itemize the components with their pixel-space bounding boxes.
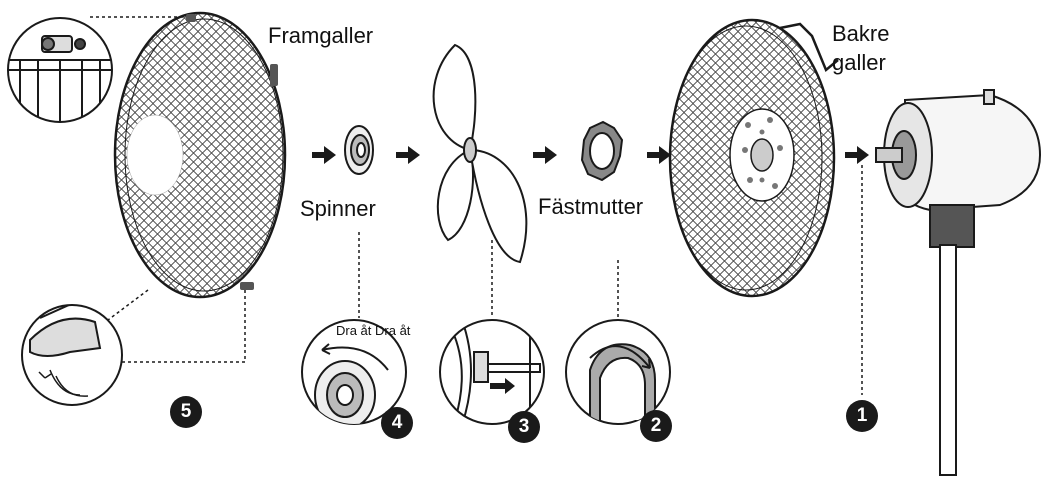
arrow-right-icon <box>490 378 515 394</box>
detail-clip-top <box>7 17 113 123</box>
step-badge-3: 3 <box>508 411 540 443</box>
arrow-right-icon <box>312 146 336 164</box>
rear-grille-label: Bakre galler <box>832 21 890 75</box>
step-badge-5: 5 <box>170 396 202 428</box>
step-badge-1: 1 <box>846 400 878 432</box>
spinner-label: Spinner <box>300 196 376 221</box>
detail-blade-mount <box>439 319 545 425</box>
spinner-part <box>344 125 374 175</box>
detail-clip-bottom <box>21 304 123 406</box>
rotate-arrow-icon <box>589 345 651 369</box>
arrow-right-icon <box>533 146 557 164</box>
front-grille <box>113 11 287 299</box>
step-badge-2: 2 <box>640 410 672 442</box>
lock-nut-part <box>580 120 624 182</box>
lock-nut-label: Fästmutter <box>538 194 644 219</box>
front-grille-label: Framgaller <box>268 23 374 48</box>
fan-motor-stand <box>875 89 1042 476</box>
detail-spinner-tighten <box>301 319 407 425</box>
rear-grille <box>668 18 839 298</box>
arrow-right-icon <box>647 146 671 164</box>
tighten-label: Dra åt Dra åt <box>336 323 411 338</box>
rotate-arrow-icon <box>321 346 389 371</box>
arrow-right-icon <box>396 146 420 164</box>
front-grille-guides <box>90 16 246 363</box>
detail-nut-tighten <box>565 319 671 425</box>
step-badge-4: 4 <box>381 407 413 439</box>
arrow-right-icon <box>845 146 869 164</box>
fan-blade <box>432 43 528 264</box>
